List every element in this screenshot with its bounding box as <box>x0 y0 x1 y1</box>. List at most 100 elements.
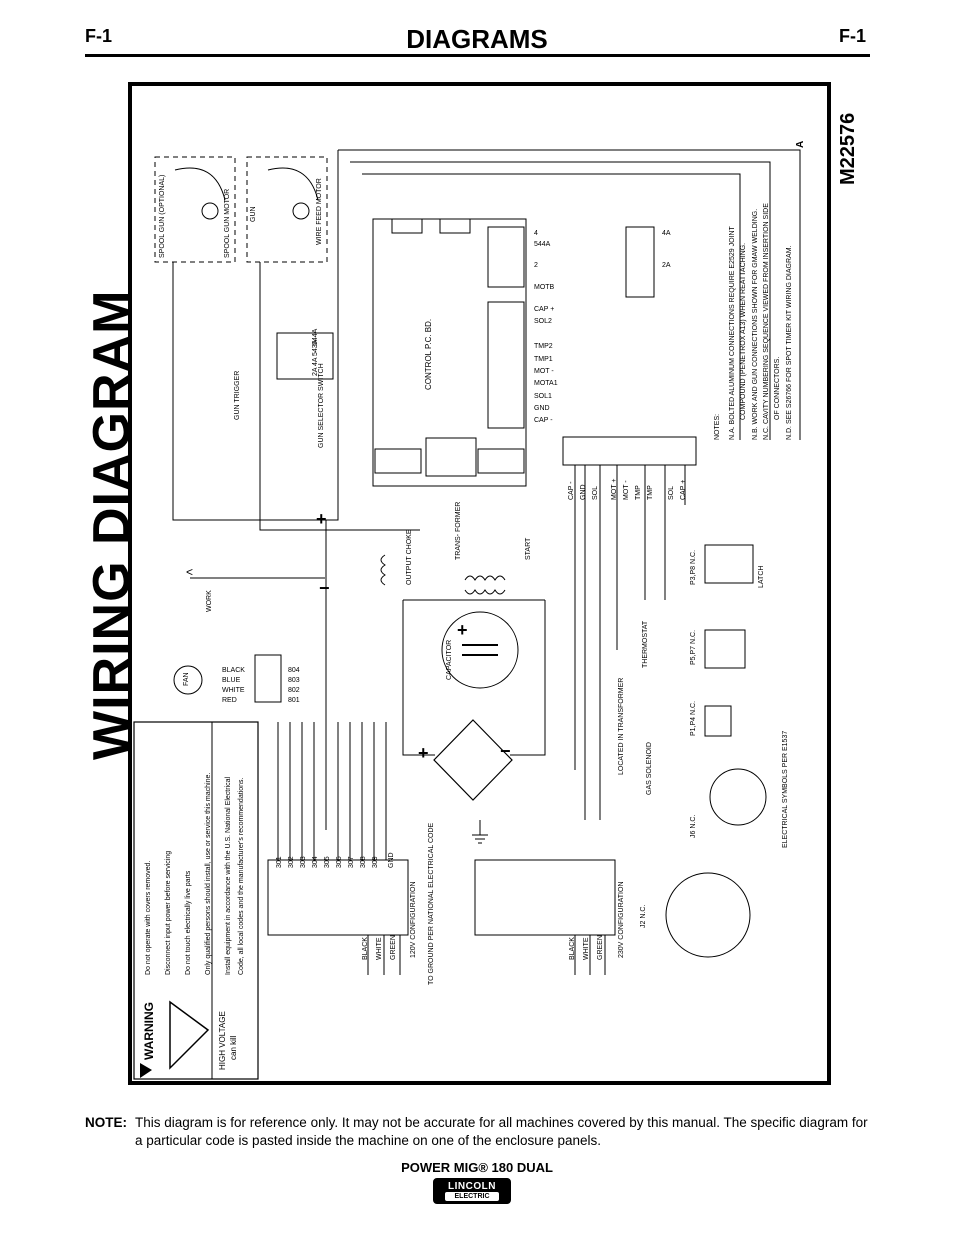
label-gun-selector: GUN SELECTOR SWITCH <box>318 363 325 448</box>
svg-text:−: − <box>500 741 511 761</box>
label-p3p8-nc: P3,P8 N.C. <box>690 549 697 585</box>
note-label: NOTE: <box>85 1115 127 1130</box>
p8-pin-label: MOT + <box>611 478 618 500</box>
p8-pin-label: TMP <box>647 485 654 500</box>
j5-pin-label: 4 <box>534 230 538 237</box>
warning-bullet: Code, all local codes and the manufactur… <box>238 777 245 975</box>
svg-text:−: − <box>319 578 330 598</box>
j3-pin-label: TMP2 <box>534 343 553 350</box>
j2-wire: GND <box>388 852 395 868</box>
j3-pin-label: CAP - <box>534 417 553 424</box>
svg-text:+: + <box>457 620 468 640</box>
p2-color-120: WHITE <box>376 937 383 960</box>
warning-bullet: Do not touch electrically live parts <box>185 870 192 975</box>
p8-pin-label: SOL <box>592 485 599 500</box>
logo-top-text: LINCOLN <box>448 1181 496 1192</box>
lincoln-electric-logo: LINCOLN ELECTRIC <box>433 1178 511 1204</box>
p8-pin-label: MOT - <box>623 480 630 500</box>
p8-pin-label: GND <box>580 484 587 500</box>
page-number-left: F-1 <box>85 26 112 46</box>
label-work: WORK <box>206 590 213 612</box>
label-fan: FAN <box>183 672 190 686</box>
svg-text:+: + <box>418 743 429 763</box>
j3-pin-label: SOL2 <box>534 318 552 325</box>
notes-line: N.D. SEE S26766 FOR SPOT TIMER KIT WIRIN… <box>786 245 793 441</box>
j5-pin-label: 2 <box>534 262 538 269</box>
fan-lead: 801 <box>288 697 300 704</box>
j2-wire: 308 <box>360 856 367 868</box>
header-rule <box>85 54 870 57</box>
fan-wire-color: BLUE <box>222 677 241 684</box>
p2-color-230: GREEN <box>597 935 604 960</box>
j3-pin-label: MOT - <box>534 368 554 375</box>
label-spool-gun-motor: SPOOL GUN MOTOR <box>224 188 231 258</box>
label-thermostat: THERMOSTAT <box>642 620 649 668</box>
label-electrical-symbols: ELECTRICAL SYMBOLS PER E1537 <box>782 730 789 848</box>
j5-pin-label: 544A <box>534 241 551 248</box>
j7-pin-label: 2A <box>662 262 671 269</box>
label-230v-config: 230V CONFIGURATION <box>618 881 625 959</box>
label-gun-trigger: GUN TRIGGER <box>234 370 241 420</box>
label-control-pc-bd: CONTROL P.C. BD. <box>424 318 433 390</box>
fan-wire-color: BLACK <box>222 667 245 674</box>
notes-line: COMPOUND (PENETROX A13) WHEN REATTACHING… <box>740 242 747 420</box>
page-number-right: F-1 <box>839 26 866 46</box>
label-wire-feed-motor: WIRE FEED MOTOR <box>316 178 323 245</box>
warning-hv-line2: can kill <box>229 1035 238 1060</box>
label-gas-solenoid: GAS SOLENOID <box>646 742 653 795</box>
j3-pin-label: CAP + <box>534 306 555 313</box>
wire-label-p6: 4A <box>312 357 319 366</box>
notes-line: OF CONNECTORS. <box>774 356 781 420</box>
j2-wire: 307 <box>348 856 355 868</box>
j2-wire: 305 <box>324 856 331 868</box>
label-120v-config: 120V CONFIGURATION <box>410 881 417 959</box>
p8-pin-label: TMP <box>635 485 642 500</box>
notes-line: N.A. BOLTED ALUMINUM CONNECTIONS REQUIRE… <box>729 226 736 440</box>
notes-heading: NOTES: <box>714 413 721 440</box>
j2-wire: 303 <box>300 856 307 868</box>
notes-line: N.B. WORK AND GUN CONNECTIONS SHOWN FOR … <box>752 208 759 440</box>
wire-label-p6: 543A <box>312 339 319 356</box>
j2-wire: 301 <box>276 856 283 868</box>
label-capacitor: CAPACITOR <box>446 639 453 680</box>
p2-color-230: BLACK <box>569 937 576 960</box>
warning-bullet: Only qualified persons should install, u… <box>205 772 212 975</box>
j3-pin-label: GND <box>534 405 550 412</box>
label-to-ground: TO GROUND PER NATIONAL ELECTRICAL CODE <box>428 822 435 985</box>
warning-hv-line1: HIGH VOLTAGE <box>218 1011 227 1070</box>
product-name: POWER MIG® 180 DUAL <box>401 1160 553 1175</box>
label-latch: LATCH <box>758 565 765 588</box>
label-p5p7-nc: P5,P7 N.C. <box>690 629 697 665</box>
label-j6-nc: J6 N.C. <box>690 814 697 838</box>
p2-color-120: GREEN <box>390 935 397 960</box>
label-gun: GUN <box>250 206 257 222</box>
p2-color-230: WHITE <box>583 937 590 960</box>
notes-line: N.C. CAVITY NUMBERING SEQUENCE VIEWED FR… <box>763 203 770 440</box>
section-title: DIAGRAMS <box>406 24 548 54</box>
svg-text:<: < <box>186 565 193 579</box>
label-spool-gun: SPOOL GUN (OPTIONAL) <box>159 174 166 258</box>
label-located-in-transformer: LOCATED IN TRANSFORMER <box>618 677 625 775</box>
label-j2-nc: J2 N.C. <box>640 904 647 928</box>
j7-pin-label: 4A <box>662 230 671 237</box>
p8-pin-label: CAP - <box>568 481 575 500</box>
j2-wire: 302 <box>288 856 295 868</box>
j2-wire: 309 <box>372 856 379 868</box>
logo-bottom-text: ELECTRIC <box>445 1192 499 1201</box>
warning-triangle-icon <box>140 1000 210 1078</box>
j2-wire: 304 <box>312 856 319 868</box>
label-output-choke: OUTPUT CHOKE <box>406 529 413 586</box>
p8-pin-label: SOL <box>668 485 675 500</box>
label-transformer: TRANS- FORMER <box>455 501 462 560</box>
fan-wire-color: RED <box>222 697 237 704</box>
warning-bullet: Do not operate with covers removed. <box>145 860 152 975</box>
j2-wire: 306 <box>336 856 343 868</box>
warning-bullet: Disconnect input power before servicing <box>165 850 172 975</box>
j3-pin-label: SOL1 <box>534 393 552 400</box>
warning-bullet: Install equipment in accordance with the… <box>225 776 232 975</box>
j3-pin-label: TMP1 <box>534 356 553 363</box>
p8-pin-label: CAP + <box>680 479 687 500</box>
label-start: START <box>525 537 532 560</box>
wire-label-p6: 2A <box>312 367 319 376</box>
note-text: This diagram is for reference only. It m… <box>135 1115 868 1148</box>
